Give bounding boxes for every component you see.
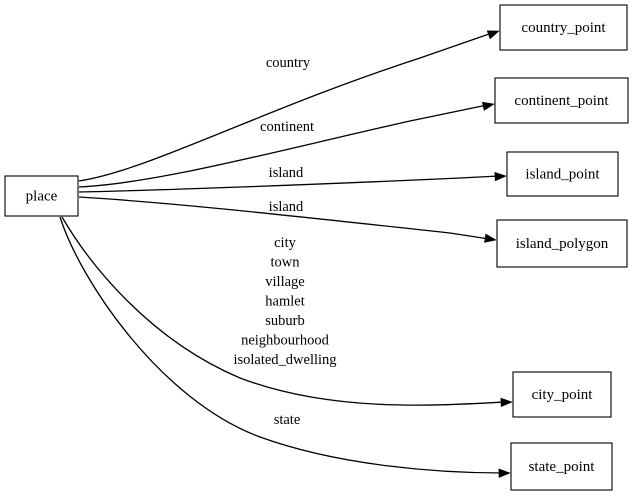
node-label-state_point: state_point (529, 459, 596, 475)
node-place[interactable]: place (4, 175, 79, 217)
node-label-place: place (26, 188, 58, 204)
node-label-continent_point: continent_point (514, 93, 609, 109)
edge-state-label: state (274, 412, 301, 428)
edge-city-label-line: city (274, 235, 296, 251)
edge-island-polygon-arrowhead-icon (484, 233, 497, 243)
node-continent_point[interactable]: continent_point (494, 77, 629, 124)
node-country_point[interactable]: country_point (499, 4, 628, 51)
node-state_point[interactable]: state_point (510, 442, 613, 491)
node-label-island_polygon: island_polygon (516, 236, 609, 252)
edge-city-label-line: hamlet (265, 294, 304, 310)
edge-island-point-label: island (269, 165, 304, 181)
edge-city[interactable] (61, 216, 513, 408)
edge-continent-arrowhead-icon (481, 101, 495, 111)
edge-island-point[interactable] (78, 171, 507, 193)
edge-labels-layer: country continent island island city town vill… (233, 55, 336, 428)
edge-island-point-arrowhead-icon (494, 171, 507, 182)
node-island_point[interactable]: island_point (506, 151, 619, 197)
edge-continent[interactable] (78, 100, 495, 188)
node-box-island_polygon[interactable] (496, 219, 628, 268)
edge-island-point-label-line: island (269, 165, 304, 181)
edge-city-label-line: town (271, 255, 301, 271)
edges-layer (59, 27, 513, 478)
edge-country-arrowhead-icon (486, 30, 500, 40)
node-box-state_point[interactable] (510, 442, 613, 491)
edge-city-label-line: isolated_dwelling (233, 352, 336, 368)
edge-city-label-line: village (265, 274, 304, 290)
edge-continent-label-line: continent (260, 119, 314, 135)
nodes-layer: place country_point continent_point island_… (4, 4, 629, 491)
edge-state-label-line: state (274, 412, 301, 428)
node-box-city_point[interactable] (512, 371, 612, 418)
edge-country-label: country (266, 55, 311, 71)
edge-country-label-line: country (266, 55, 311, 71)
edge-country[interactable] (78, 27, 500, 182)
edge-city-label-line: suburb (265, 313, 304, 329)
edge-city-path[interactable] (61, 216, 506, 406)
edge-city-label: city town village hamlet suburb neighbourhood… (233, 235, 336, 368)
node-city_point[interactable]: city_point (512, 371, 612, 418)
edge-country-path[interactable] (78, 32, 493, 182)
node-box-country_point[interactable] (499, 4, 628, 51)
edge-city-label-line: neighbourhood (241, 333, 330, 349)
edge-island-polygon-label: island (269, 199, 304, 215)
edge-island-polygon-path[interactable] (78, 196, 490, 240)
node-label-city_point: city_point (532, 387, 594, 403)
edge-state-arrowhead-icon (498, 468, 511, 478)
node-box-continent_point[interactable] (494, 77, 629, 124)
node-island_polygon[interactable]: island_polygon (496, 219, 628, 268)
edge-island-polygon-label-line: island (269, 199, 304, 215)
edge-island-point-path[interactable] (78, 175, 500, 193)
edge-city-arrowhead-icon (500, 397, 513, 408)
node-label-island_point: island_point (525, 166, 600, 182)
edge-state-path[interactable] (59, 216, 504, 474)
node-box-island_point[interactable] (506, 151, 619, 197)
edge-continent-path[interactable] (78, 104, 488, 188)
edge-state[interactable] (59, 216, 511, 478)
node-box-place[interactable] (4, 175, 79, 217)
node-label-country_point: country_point (521, 20, 606, 36)
edge-island-polygon[interactable] (78, 196, 497, 244)
edge-continent-label: continent (260, 119, 314, 135)
